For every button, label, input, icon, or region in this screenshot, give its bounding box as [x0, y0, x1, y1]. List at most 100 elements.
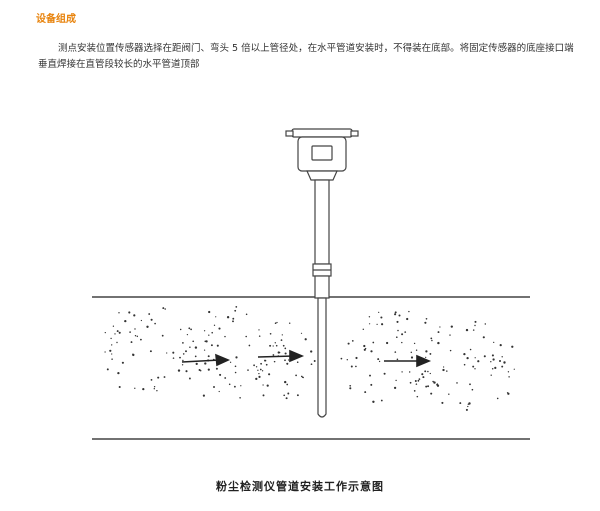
dust-particle: [234, 371, 237, 374]
dust-particle: [416, 395, 419, 398]
dust-particle: [284, 352, 287, 355]
dust-particle: [501, 365, 504, 368]
dust-particle: [446, 370, 448, 372]
dust-particle: [417, 379, 420, 382]
dust-particle: [118, 331, 121, 334]
dust-particle: [501, 356, 503, 358]
dust-particle: [208, 310, 211, 314]
dust-particle: [415, 349, 418, 351]
dust-particle: [310, 363, 313, 366]
dust-particle: [104, 351, 106, 353]
dust-particle: [368, 323, 371, 325]
dust-particle: [286, 362, 289, 365]
dust-particle: [269, 332, 272, 335]
dust-particle: [281, 334, 283, 336]
dust-particle: [363, 348, 366, 351]
dust-particle: [284, 359, 286, 362]
dust-particle: [418, 378, 421, 380]
dust-particle: [408, 371, 411, 373]
dust-particle: [116, 330, 119, 333]
dust-particle: [240, 385, 242, 387]
dust-particle: [413, 342, 416, 345]
dust-particle: [226, 316, 230, 319]
dust-particle: [498, 359, 502, 363]
dust-particle: [109, 349, 112, 352]
dust-particle: [362, 328, 365, 331]
dust-particle: [134, 335, 137, 337]
dust-particle: [111, 344, 113, 346]
dust-particle: [463, 352, 466, 356]
dust-particle: [204, 362, 207, 365]
dust-particle: [499, 343, 502, 347]
dust-particle: [219, 373, 222, 376]
dust-particle: [295, 374, 297, 377]
dust-particle: [397, 329, 399, 332]
dust-particle: [395, 336, 398, 339]
dust-particle: [436, 384, 440, 387]
dust-particle: [269, 344, 272, 347]
dust-particle: [136, 335, 139, 338]
dust-particle: [456, 382, 458, 384]
dust-particle: [188, 327, 191, 330]
dust-particle: [350, 365, 353, 368]
dust-particle: [372, 400, 375, 403]
dust-particle: [398, 314, 401, 317]
dust-particle: [425, 356, 427, 359]
dust-particle: [185, 350, 187, 353]
dust-particle: [182, 342, 184, 344]
dust-particle: [355, 356, 358, 360]
dust-particle: [117, 371, 120, 375]
dust-particle: [194, 355, 197, 358]
dust-particle: [272, 345, 274, 347]
dust-particle: [351, 340, 354, 342]
dust-particle: [156, 390, 158, 392]
dust-particle: [439, 326, 441, 328]
flow-arrows: [181, 349, 432, 368]
dust-particle: [425, 350, 428, 353]
dust-particle: [182, 353, 185, 355]
dust-particle: [429, 352, 432, 355]
dust-particle: [449, 334, 451, 336]
dust-particle: [484, 323, 487, 325]
dust-particle: [162, 307, 165, 310]
dust-particle: [467, 405, 469, 408]
dust-particle: [213, 386, 215, 388]
dust-particle: [199, 369, 201, 371]
dust-particle: [415, 383, 418, 385]
dust-particle: [442, 366, 445, 368]
dust-particle: [496, 397, 499, 400]
dust-particle: [134, 328, 136, 330]
dust-particle: [493, 341, 495, 344]
dust-particle: [406, 317, 409, 321]
dust-particle: [396, 320, 399, 323]
dust-particle: [355, 365, 357, 368]
dust-particle: [204, 340, 207, 343]
dust-particle: [129, 331, 131, 333]
figure-caption: 粉尘检测仪管道安装工作示意图: [216, 480, 384, 493]
dust-particle: [239, 397, 241, 399]
dust-particle: [163, 376, 166, 378]
dust-particle: [255, 366, 258, 368]
dust-particle: [474, 320, 477, 323]
dust-particle: [427, 370, 429, 373]
dust-particle: [340, 357, 343, 360]
dust-particle: [150, 318, 153, 321]
dust-particle: [424, 370, 427, 373]
dust-particle: [381, 323, 384, 326]
dust-particle: [285, 397, 288, 400]
dust-particle: [286, 383, 289, 386]
dust-particle: [429, 372, 431, 375]
dust-particle: [463, 363, 466, 366]
dust-particle: [258, 375, 261, 378]
dust-particle: [234, 365, 237, 368]
dust-particle: [450, 325, 453, 328]
dust-particle: [132, 353, 135, 357]
dust-particle: [377, 358, 380, 361]
dust-particle: [469, 348, 472, 351]
dust-particle: [216, 344, 219, 347]
dust-particle: [258, 335, 261, 337]
dust-particle: [255, 377, 258, 381]
dust-particle: [215, 367, 218, 370]
dust-particle: [235, 306, 238, 308]
dust-particle: [133, 314, 136, 317]
